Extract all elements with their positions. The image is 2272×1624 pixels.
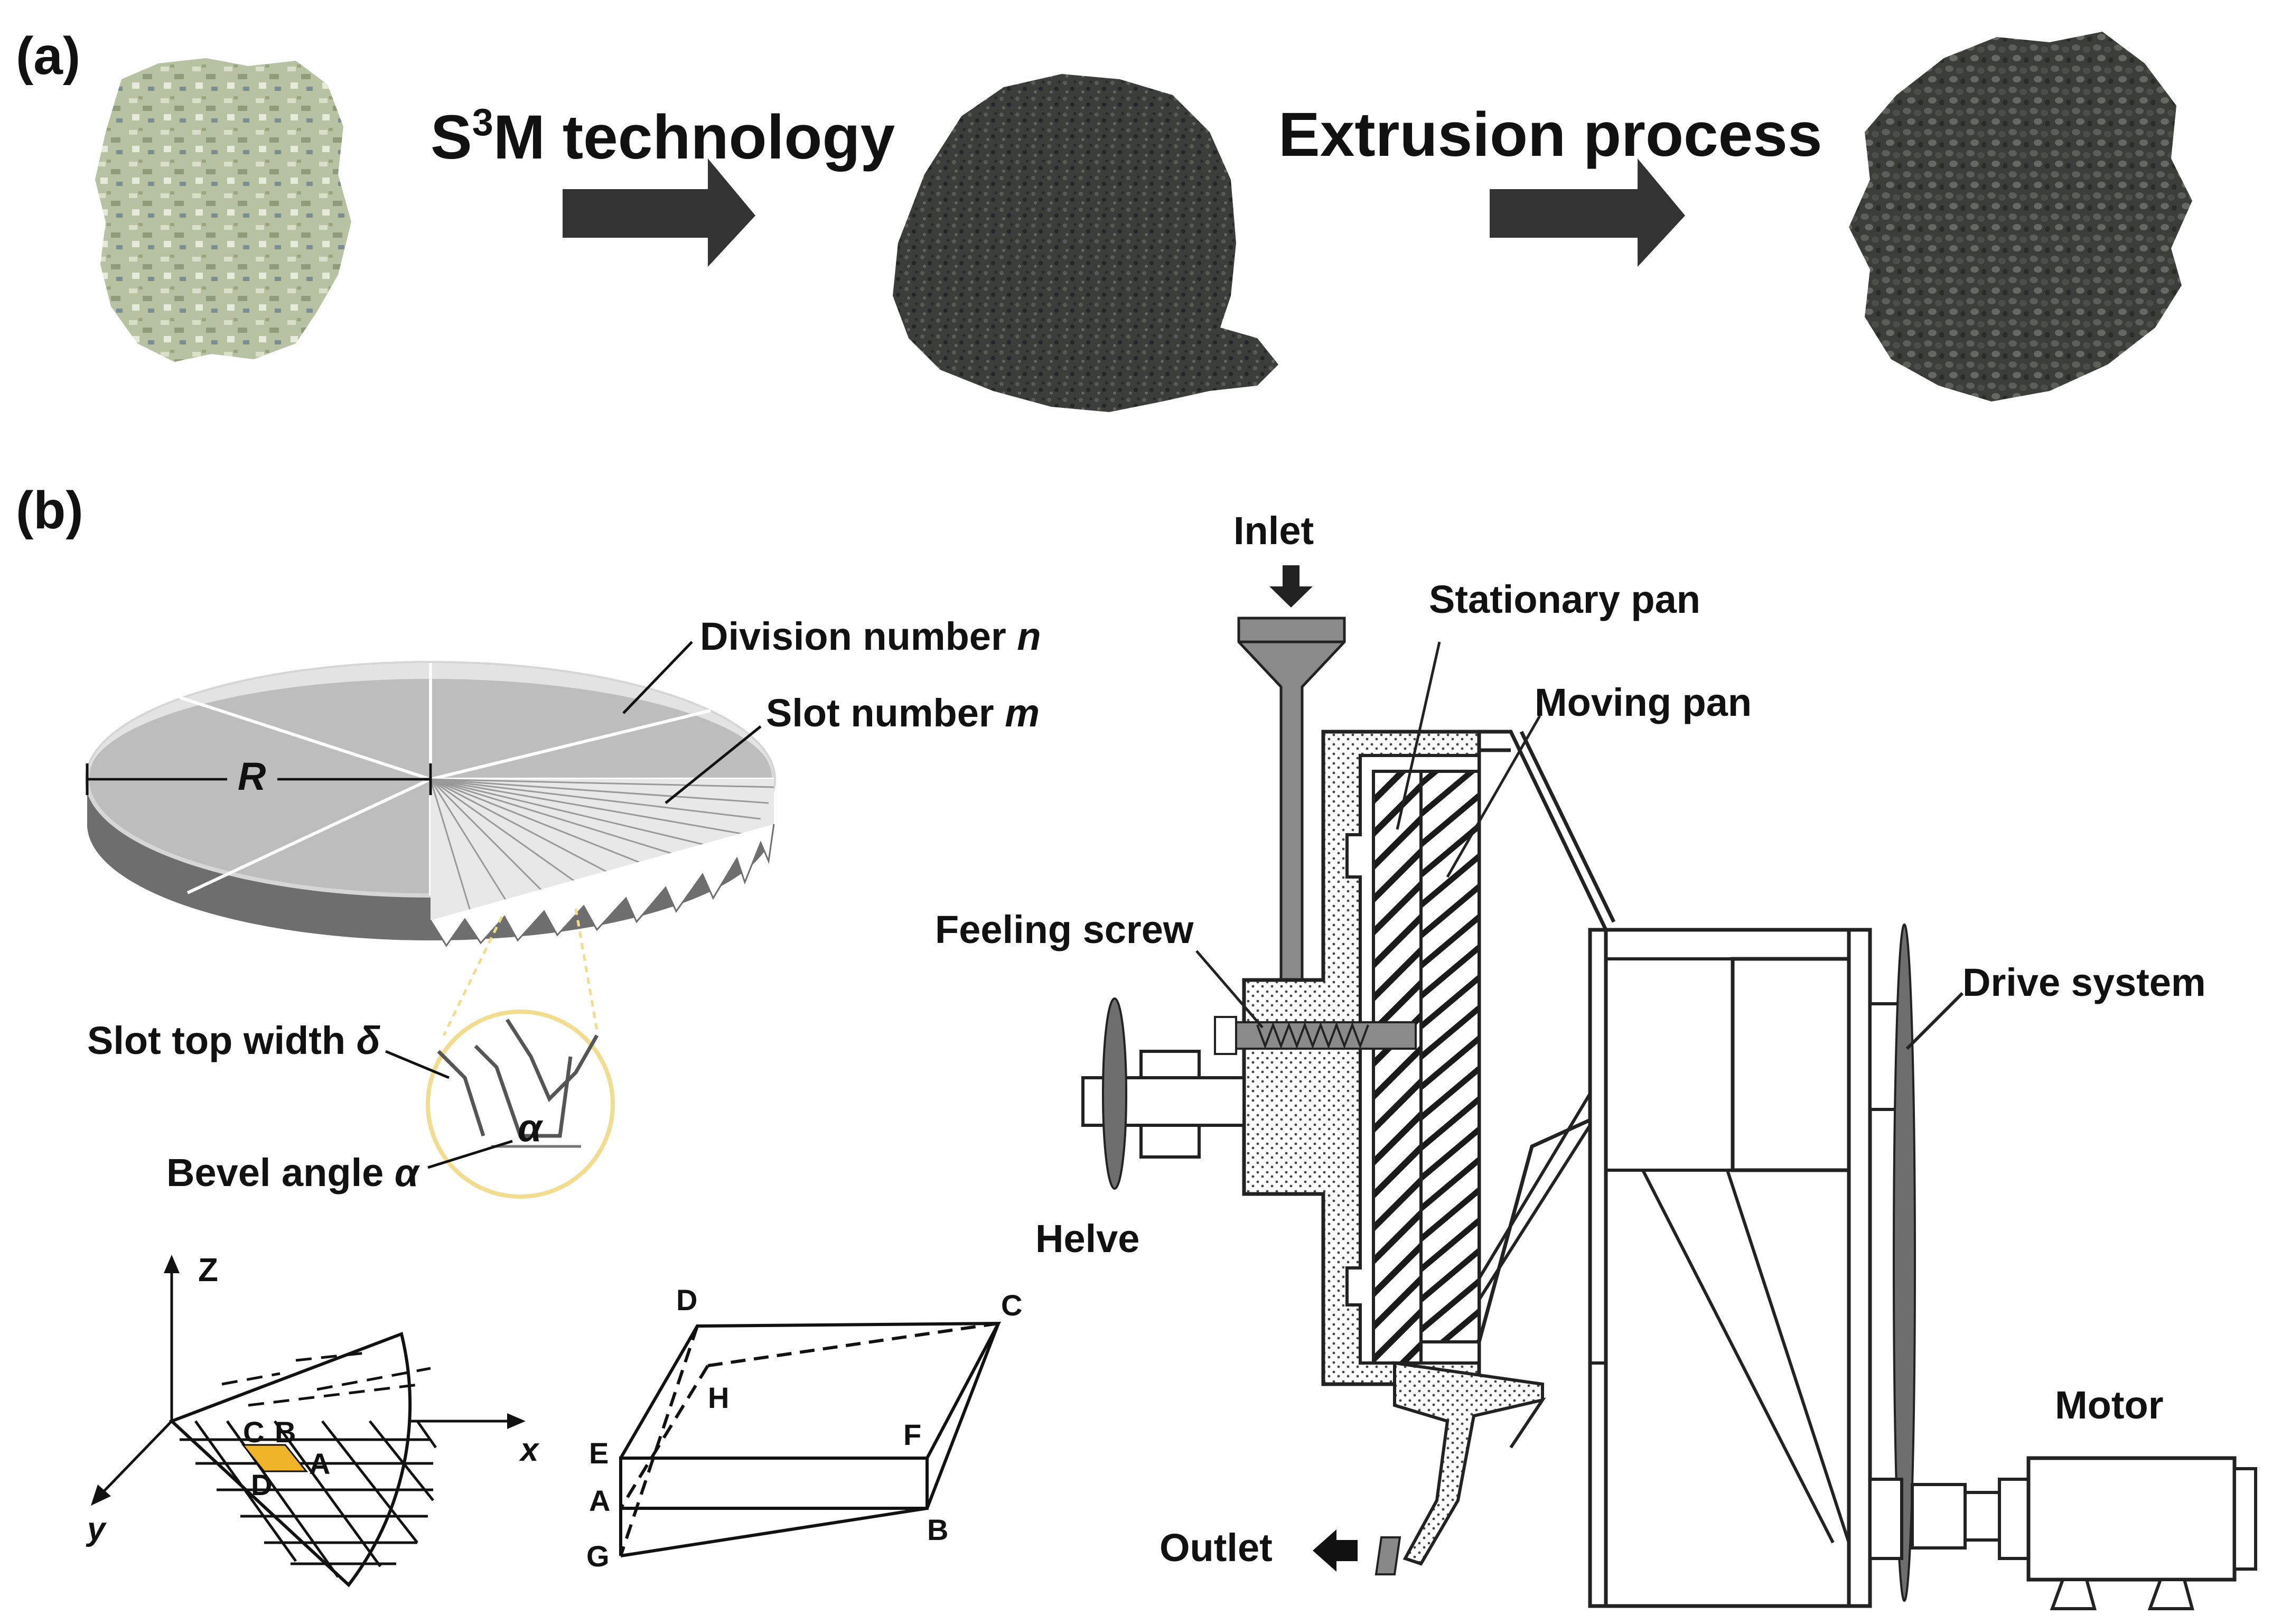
z-label: Z (198, 1252, 218, 1289)
outlet-label: Outlet (1160, 1526, 1273, 1570)
slot-top-label: Slot top width δ (87, 1019, 381, 1062)
motor-foot-left (2050, 1578, 2097, 1610)
bevel-label: Bevel angle α (166, 1151, 420, 1194)
saw-teeth (429, 824, 775, 947)
cover-strut-1 (1478, 1124, 1592, 1301)
slot-top-leader (385, 1050, 450, 1079)
screw-thread (1256, 1022, 1369, 1049)
block-b: B (927, 1513, 948, 1546)
radius-label: R (238, 754, 266, 798)
bevel-leader (427, 1140, 513, 1169)
coordinate-sector: Z x y C B A D (86, 1252, 540, 1588)
division-leader (622, 641, 693, 714)
motor-coupling (1964, 1491, 2001, 1542)
slot-zoom-detail: α (426, 908, 615, 1199)
cell-a: A (309, 1447, 330, 1480)
powder-image (893, 74, 1278, 412)
slot-block (619, 1321, 1002, 1557)
inlet-label: Inlet (1233, 509, 1314, 553)
disc-upper-ring (87, 663, 774, 779)
block-g: G (586, 1539, 610, 1573)
pulley-hub-bottom (1868, 1478, 1903, 1560)
x-arrow (507, 1413, 526, 1429)
slot-number-label: Slot number m (766, 691, 1040, 735)
y-arrow (91, 1485, 111, 1506)
pulley-column (1847, 928, 1872, 1608)
slot-profile (437, 1019, 599, 1138)
slot-number-leader (665, 725, 762, 804)
zoom-circle (426, 1010, 615, 1199)
block-bottom (620, 1507, 928, 1557)
cell-c: C (243, 1415, 264, 1449)
outlet-chute (1393, 1361, 1546, 1566)
moving-pan (1419, 770, 1481, 1343)
zoom-guide-left (442, 916, 503, 1037)
helve-wheel (1102, 997, 1127, 1190)
motor-label: Motor (2055, 1383, 2164, 1427)
block-front (619, 1457, 929, 1510)
feeding-screw-rod (1214, 1021, 1417, 1050)
grinding-disc: R (85, 661, 776, 947)
z-arrow (164, 1255, 180, 1273)
y-label: y (86, 1511, 107, 1547)
screw-head (1214, 1016, 1237, 1055)
y-axis (94, 1420, 173, 1501)
grinding-machine: Inlet Outlet Feeling screw Helve Station… (935, 509, 2257, 1610)
block-f: F (903, 1418, 921, 1451)
motor-shaft (1911, 1483, 1967, 1550)
step2-label: Extrusion process (1278, 100, 1822, 170)
block-e: E (589, 1436, 609, 1470)
radius-label-bg (227, 755, 277, 798)
stationary-pan-label: Stationary pan (1429, 577, 1700, 621)
highlighted-cell (241, 1444, 308, 1472)
stationary-pan-leader (1396, 641, 1441, 830)
drive-system-leader (1905, 992, 1964, 1050)
block-h: H (708, 1381, 729, 1414)
body-diag-1 (1726, 1170, 1850, 1543)
inlet-arrow (1269, 565, 1313, 608)
drive-system-label: Drive system (1962, 960, 2206, 1004)
step1-label: S3M technology (431, 101, 895, 172)
zoom-guide-right (574, 908, 599, 1031)
x-label: x (519, 1432, 540, 1468)
bearing-housing (1731, 957, 1867, 1172)
pellets-image (1849, 32, 2192, 402)
helve-label: Helve (1035, 1217, 1139, 1261)
slotted-sector (431, 779, 774, 920)
motor-body (2026, 1456, 2237, 1582)
moving-pan-leader (1446, 715, 1541, 878)
block-c: C (1001, 1289, 1022, 1322)
cell-d: D (251, 1468, 272, 1501)
motor-end-cap (2233, 1467, 2257, 1571)
division-label: Division number n (700, 614, 1041, 658)
drive-pulley (1893, 923, 1916, 1602)
raw-flakes-image (95, 58, 351, 362)
stationary-pan (1372, 770, 1423, 1365)
block-d: D (676, 1283, 697, 1317)
motor-flange (1998, 1478, 2030, 1560)
panel-b-label: (b) (16, 481, 83, 540)
cell-b: B (275, 1415, 296, 1449)
motor-foot-right (2147, 1578, 2194, 1610)
cover-strut-2 (1478, 1093, 1592, 1280)
feeling-screw-label: Feeling screw (935, 908, 1194, 951)
step2-arrow (1490, 158, 1685, 267)
panel-a-label: (a) (16, 26, 80, 86)
outlet-spout (1375, 1536, 1401, 1575)
block-hidden-edges (619, 1322, 999, 1556)
alpha-symbol: α (518, 1106, 544, 1150)
block-top (619, 1321, 1002, 1459)
step1-arrow (563, 158, 755, 267)
block-a: A (589, 1484, 610, 1517)
feeling-screw-leader (1195, 950, 1264, 1029)
sector-hatching (180, 1351, 437, 1578)
block-right (925, 1322, 1000, 1509)
moving-pan-label: Moving pan (1535, 680, 1752, 724)
body-diag-2 (1641, 1169, 1835, 1544)
outlet-arrow (1313, 1529, 1358, 1572)
